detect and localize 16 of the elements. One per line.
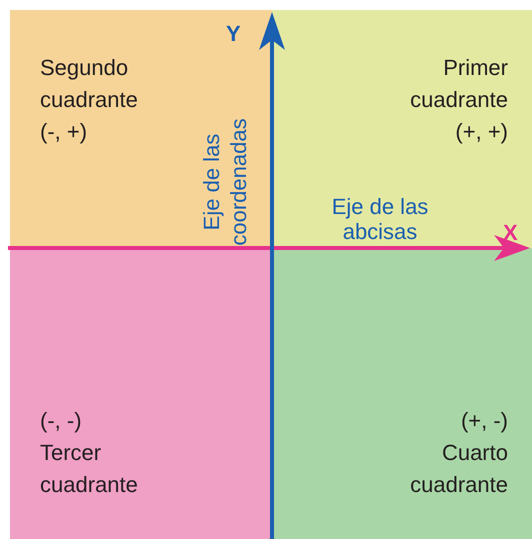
quadrant-name: Cuarto cuadrante bbox=[409, 439, 508, 499]
axis-letter: Y bbox=[226, 20, 241, 47]
axis-caption: Eje de las abcisas bbox=[330, 194, 430, 244]
quadrant-panel bbox=[10, 10, 272, 248]
axis-letter: X bbox=[503, 219, 518, 246]
quadrant-panel bbox=[272, 248, 532, 539]
sign-pair-label: (-, -) bbox=[40, 407, 83, 435]
axis-caption: Eje de las coordenadas bbox=[198, 117, 252, 248]
quadrant-name: Segundo cuadrante bbox=[40, 54, 139, 114]
quadrant-panel bbox=[10, 248, 272, 539]
sign-pair-label: (+, +) bbox=[454, 118, 508, 146]
quadrant-name: Tercer cuadrante bbox=[40, 439, 139, 499]
quadrant-panel bbox=[272, 10, 532, 248]
sign-pair-label: (+, -) bbox=[460, 407, 508, 435]
sign-pair-label: (-, +) bbox=[40, 118, 88, 146]
quadrant-name: Primer cuadrante bbox=[409, 54, 508, 114]
